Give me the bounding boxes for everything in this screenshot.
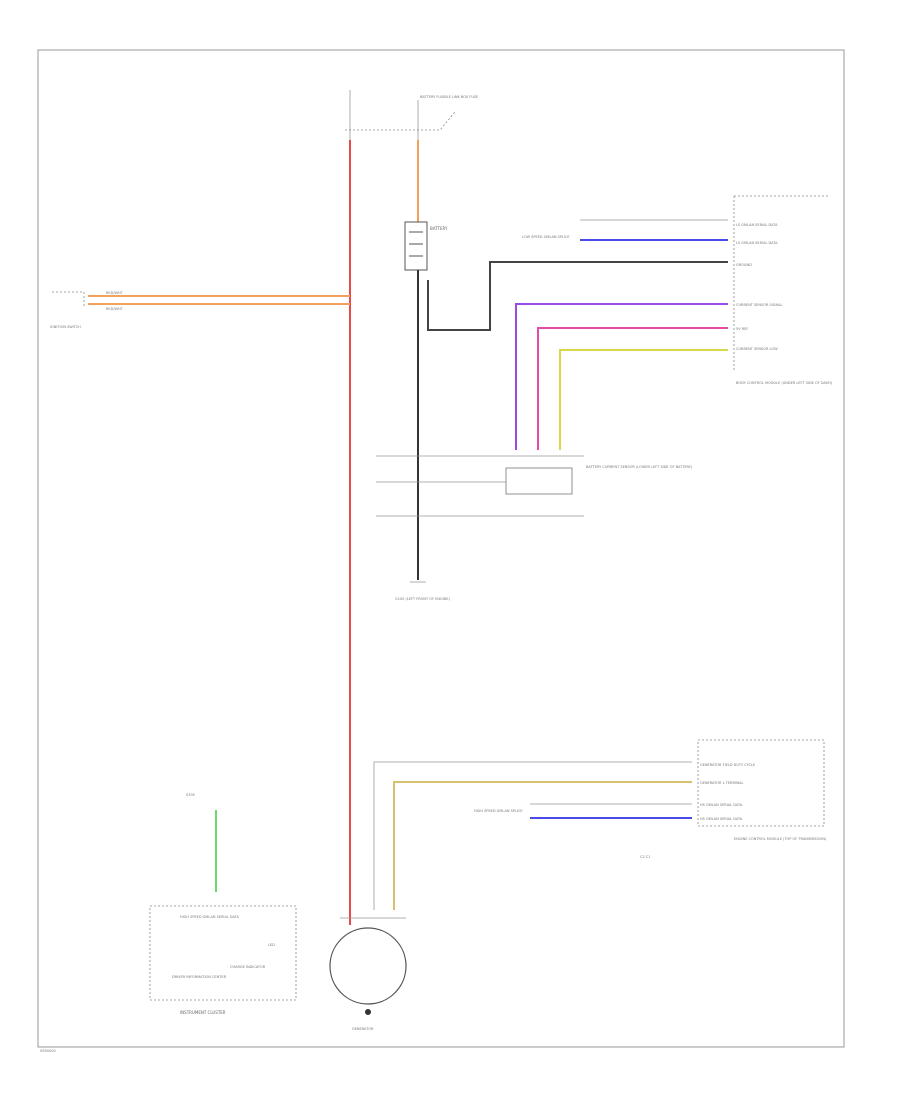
sensor-low-wire <box>559 349 728 450</box>
fuse-box-outline <box>345 111 456 131</box>
cluster-label: INSTRUMENT CLUSTER <box>180 1010 226 1015</box>
ignition-switch-label: IGNITION SWITCH <box>50 325 81 329</box>
ls-splice-label: LOW SPEED GMLAN SPLICE <box>522 235 570 239</box>
sensor-label: BATTERY CURRENT SENSOR (LOWER LEFT SIDE … <box>586 465 693 469</box>
cluster-warn-label: CHARGE INDICATOR <box>230 965 266 969</box>
cluster-hs-label: HIGH SPEED GMLAN SERIAL DATA <box>180 915 240 919</box>
ignition-switch-outline <box>52 291 85 308</box>
cluster-splice-label: S305 <box>186 793 195 797</box>
bcm-pin-2: LS GMLAN SERIAL DATA <box>736 241 778 245</box>
bcm-label: BODY CONTROL MODULE (UNDER LEFT SIDE OF … <box>736 381 833 385</box>
sensor-signal-wire <box>515 303 728 450</box>
battery-label: BATTERY <box>430 226 448 231</box>
wire-label-ign-2: RED/WHT <box>106 307 124 311</box>
battery-fuse-label: BATTERY FUSIBLE LINK BOX FUSE <box>420 95 478 99</box>
bcm-pin-1: LS GMLAN SERIAL DATA <box>736 223 778 227</box>
bcm-pin-3: GROUND <box>736 263 752 267</box>
cluster-led-label: LED <box>268 943 275 947</box>
gen-field-wire <box>373 761 692 910</box>
generator-symbol <box>329 927 407 1005</box>
ecm-outline <box>697 739 825 827</box>
ecm-label: ENGINE CONTROL MODULE (TOP OF TRANSMISSI… <box>734 837 827 841</box>
diagram-frame <box>37 49 845 1048</box>
diagram-code: SSR0000 <box>40 1049 56 1053</box>
bcm-pin-4: CURRENT SENSOR SIGNAL <box>736 303 783 307</box>
ecm-pin-4: HS GMLAN SERIAL DATA <box>700 817 743 821</box>
bcm-ground-wire <box>427 261 728 331</box>
gen-l-terminal-wire <box>393 781 692 910</box>
bcm-pin-5: 5V REF <box>736 327 748 331</box>
battery-symbol <box>404 221 428 271</box>
hs-splice-label: HIGH SPEED GMLAN SPLICE <box>474 809 523 813</box>
generator-ground-dot <box>365 1009 371 1015</box>
cluster-driver-label: DRIVER INFORMATION CENTER <box>172 975 227 979</box>
gen-connector-label: C2 C1 <box>640 855 650 859</box>
generator-label: GENERATOR <box>352 1027 374 1031</box>
ecm-pin-2: GENERATOR L TERMINAL <box>700 781 744 785</box>
bcm-outline <box>733 195 830 370</box>
ground-label: G100 (LEFT FRONT OF ENGINE) <box>395 597 451 601</box>
cluster-outline <box>149 905 297 1001</box>
battery-current-sensor <box>505 467 573 495</box>
bcm-pin-6: CURRENT SENSOR LOW <box>736 347 778 351</box>
wire-label-ign-1: RED/WHT <box>106 291 124 295</box>
ecm-pin-3: HS GMLAN SERIAL DATA <box>700 803 743 807</box>
ecm-pin-1: GENERATOR FIELD DUTY CYCLE <box>700 763 755 767</box>
sensor-ref-wire <box>537 327 728 450</box>
